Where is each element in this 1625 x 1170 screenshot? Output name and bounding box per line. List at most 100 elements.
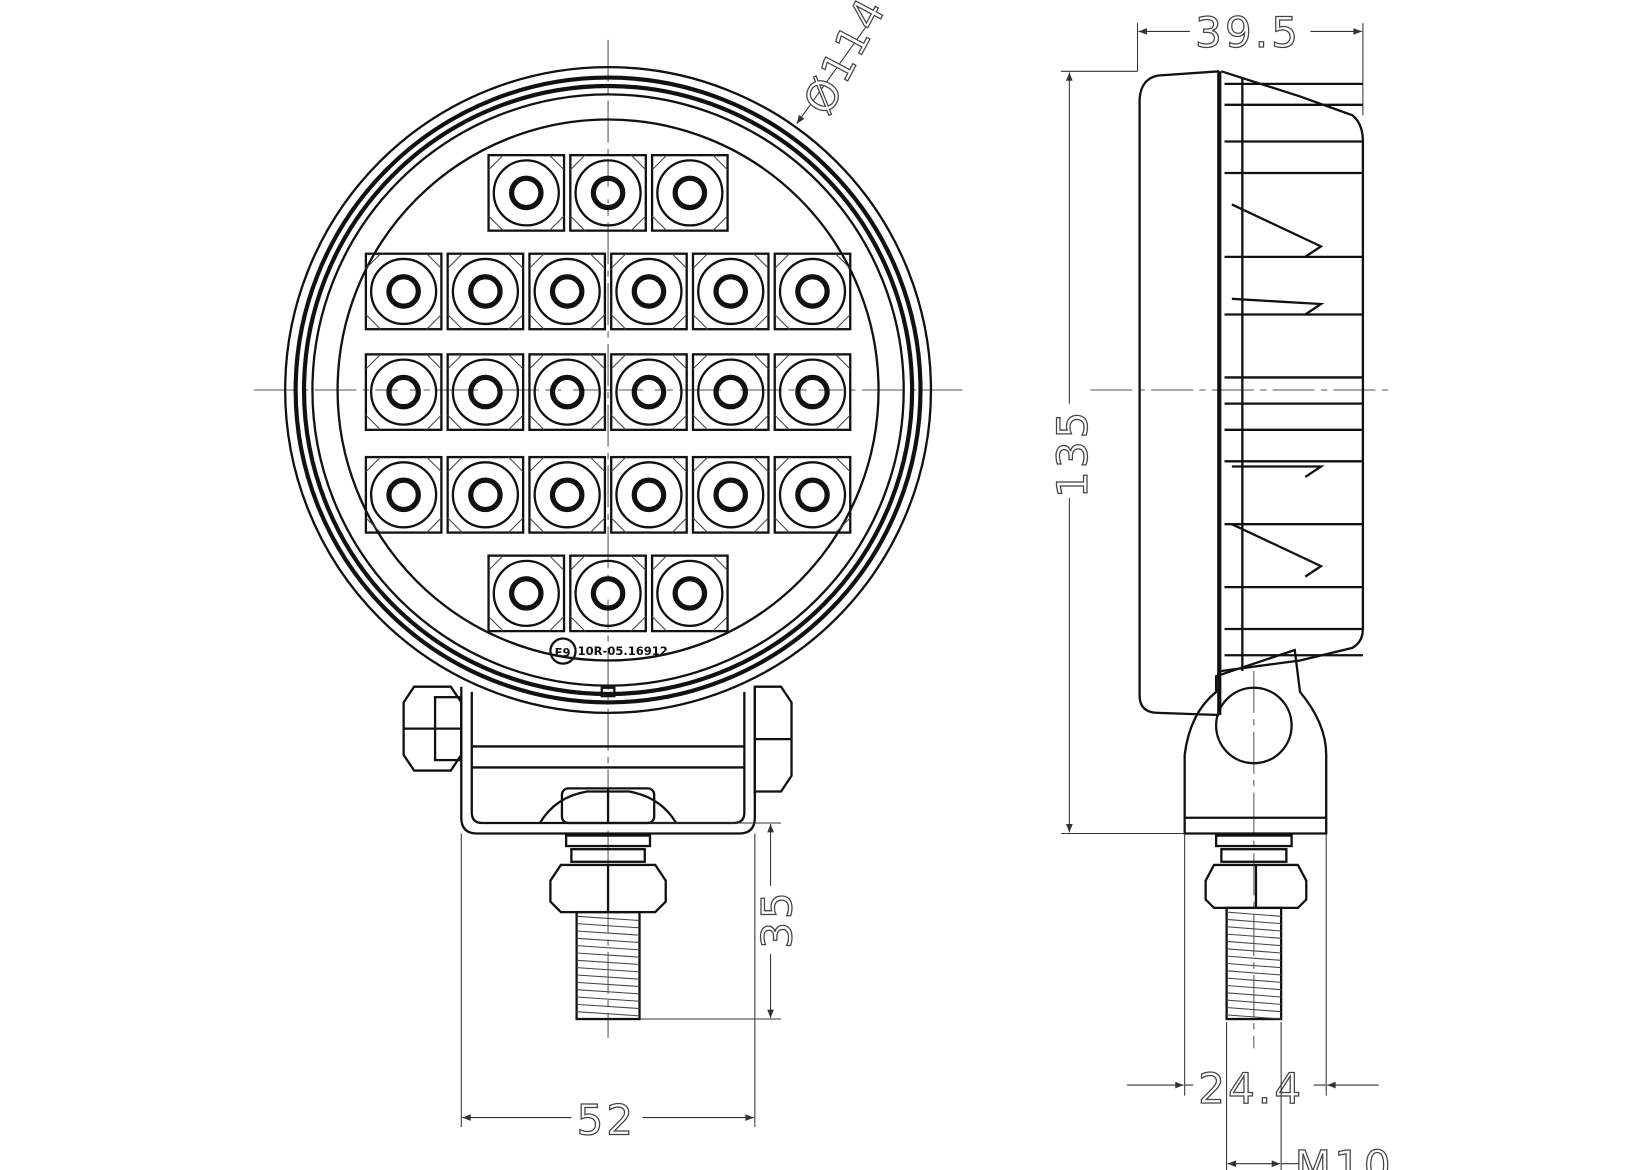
led-cell [691,252,770,331]
reflector-corner [671,253,688,269]
reflector-corner [671,414,688,431]
led-module [487,154,566,232]
led-module [650,154,729,232]
led-reflector [615,257,683,326]
led-reflector [451,461,520,529]
bracket-depth-label: 24.4 [1198,1064,1304,1113]
bolt-length-label: 35 [753,889,802,949]
led-module [691,252,770,331]
led-cell [691,353,770,431]
led-cell [691,455,770,534]
led-module [610,455,688,534]
bezel-ring-inner [301,83,915,697]
led-lens [795,274,830,309]
led-reflector [533,461,601,529]
reflector-corner [569,215,586,232]
reflector-corner [589,353,606,370]
thread-line [1226,940,1282,947]
led-reflector [369,358,438,426]
thread-line [1226,970,1282,976]
led-module [364,252,443,331]
reflector-corner [447,253,463,269]
reflector-corner [753,353,769,370]
reflector-corner [548,154,565,171]
reflector-corner [835,414,851,431]
reflector-corner [774,314,790,330]
led-module [569,154,647,232]
reflector-corner [753,253,769,269]
thread-line [576,952,640,958]
reflector-corner [692,414,709,431]
led-lens [549,374,585,410]
led-module [773,252,852,331]
depth-label: 39.5 [1195,8,1301,57]
led-cell [569,554,647,633]
led-lens [468,477,503,513]
reflector-corner [529,517,545,533]
led-lens [631,477,667,513]
led-lens [590,175,626,211]
led-reflector [492,159,560,227]
led-reflector [451,257,520,326]
led-reflector [656,159,724,227]
led-reflector [697,461,765,529]
diameter-label: Ø114 [794,0,896,122]
reflector-corner [548,616,565,632]
led-lens [672,576,708,611]
reflector-corner [630,215,647,232]
led-reflector [533,358,601,426]
bracket-width-label: 52 [577,1095,637,1144]
reflector-corner [569,616,586,632]
led-lens [713,477,749,513]
reflector-corner [610,414,627,431]
reflector-corner [774,414,790,431]
reflector-corner [548,555,565,571]
reflector-corner [508,517,524,533]
reflector-corner [692,456,709,473]
approval-mark: E9 10R-05.16912 [549,637,668,665]
reflector-corner [610,253,627,269]
reflector-corner [610,456,627,473]
reflector-corner [529,253,545,269]
led-chip [479,385,492,399]
reflector-corner [671,456,688,473]
led-cell [650,154,729,232]
reflector-corner [692,314,709,330]
led-cell [446,353,525,431]
led-chip [601,587,615,600]
led-cell [773,353,852,431]
reflector-corner [589,253,606,269]
reflector-corner [488,154,504,171]
led-chip [397,285,410,298]
reflector-corner [365,414,381,431]
reflector-corner [610,517,627,533]
led-chip [642,385,656,399]
height-label: 135 [1048,409,1097,498]
reflector-corner [589,517,606,533]
led-lens [508,576,544,611]
led-module [446,252,525,331]
thread-line [1226,933,1282,939]
reflector-corner [426,517,442,533]
led-module [446,455,525,534]
lens-circle [311,93,905,687]
led-lens [795,477,830,513]
led-lens [631,374,667,410]
led-chip [724,385,738,399]
led-module [650,554,729,633]
reflector-corner [712,555,728,571]
led-reflector [697,257,765,326]
led-cell [446,252,525,331]
reflector-corner [774,517,790,533]
led-module [569,554,647,633]
led-chip [397,488,410,502]
reflector-corner [651,555,668,571]
stud-bolt [549,834,667,1021]
led-module [610,353,688,431]
mounting-bracket [460,686,756,835]
reflector-corner [447,456,463,473]
thread-line [1226,999,1282,1005]
led-cell [773,455,852,534]
led-chip [683,587,697,600]
led-chip [479,285,492,298]
